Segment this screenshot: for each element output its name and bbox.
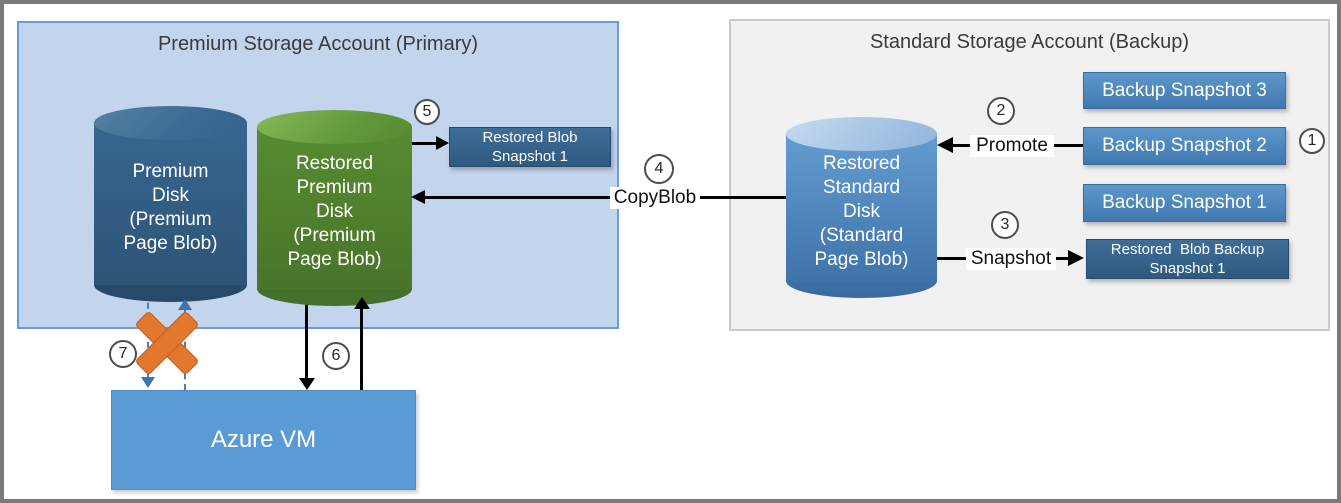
snapshot-arrow-label: Snapshot <box>966 248 1056 270</box>
azure-vm-box: Azure VM <box>111 390 416 490</box>
restored-standard-disk-cylinder-icon: Restored Standard Disk (Standard Page Bl… <box>786 117 937 298</box>
cylinder-top-ellipse <box>257 110 412 144</box>
step-5-badge: 5 <box>414 99 440 125</box>
cylinder-body <box>94 123 247 285</box>
vm-write-arrowhead-icon <box>299 378 315 390</box>
step-7-badge: 7 <box>109 340 137 368</box>
restored-blob-backup-snapshot-box: Restored Blob Backup Snapshot 1 <box>1086 239 1289 279</box>
step-4-badge: 4 <box>644 154 674 184</box>
vm-read-arrow-line <box>360 308 363 390</box>
backup-storage-account-title: Standard Storage Account (Backup) <box>869 31 1190 53</box>
step-3-badge: 3 <box>991 211 1019 239</box>
cylinder-top-ellipse <box>786 117 937 151</box>
cylinder-body <box>786 134 937 281</box>
restored-premium-disk-cylinder-icon: Restored Premium Disk (Premium Page Blob… <box>257 110 412 306</box>
restored-blob-snapshot-label: Restored Blob Snapshot 1 <box>482 129 578 165</box>
step-2-badge: 2 <box>987 97 1015 125</box>
step-1-badge: 1 <box>1299 128 1325 154</box>
backup-snapshot-1-box: Backup Snapshot 1 <box>1083 184 1286 222</box>
backup-snapshot-1-label: Backup Snapshot 1 <box>1102 192 1267 213</box>
primary-storage-account-title: Premium Storage Account (Primary) <box>157 33 479 55</box>
copyblob-arrow-line <box>424 196 786 199</box>
snapshot-5-arrowhead-icon <box>436 136 449 150</box>
copyblob-arrow-label: CopyBlob <box>610 187 700 209</box>
restored-blob-backup-snapshot-label: Restored Blob Backup Snapshot 1 <box>1110 241 1265 277</box>
backup-snapshot-2-box: Backup Snapshot 2 <box>1083 127 1286 165</box>
broken-write-arrowhead-icon <box>141 377 155 388</box>
premium-disk-label: Premium Disk (Premium Page Blob) <box>123 161 218 254</box>
azure-vm-label: Azure VM <box>210 426 317 453</box>
step-6-badge: 6 <box>322 342 350 370</box>
snapshot-5-arrow-line <box>412 142 437 145</box>
backup-snapshot-2-label: Backup Snapshot 2 <box>1102 135 1267 156</box>
backup-snapshot-3-label: Backup Snapshot 3 <box>1102 79 1267 101</box>
restored-premium-disk-label: Restored Premium Disk (Premium Page Blob… <box>287 153 382 270</box>
premium-disk-cylinder-icon: Premium Disk (Premium Page Blob) <box>94 106 247 302</box>
cylinder-body <box>257 127 412 289</box>
backup-snapshot-3-box: Backup Snapshot 3 <box>1083 72 1286 109</box>
vm-write-arrow-line <box>305 300 308 380</box>
vm-read-arrowhead-icon <box>354 297 370 309</box>
restored-standard-disk-label: Restored Standard Disk (Standard Page Bl… <box>814 152 909 270</box>
snapshot-3-arrowhead-icon <box>1068 250 1084 266</box>
promote-arrow-label: Promote <box>970 135 1054 157</box>
restored-blob-snapshot-box: Restored Blob Snapshot 1 <box>449 127 611 167</box>
cylinder-top-ellipse <box>94 106 247 140</box>
copyblob-arrowhead-icon <box>411 190 425 204</box>
promote-arrowhead-icon <box>937 137 953 153</box>
broken-read-arrowhead-icon <box>178 299 192 310</box>
